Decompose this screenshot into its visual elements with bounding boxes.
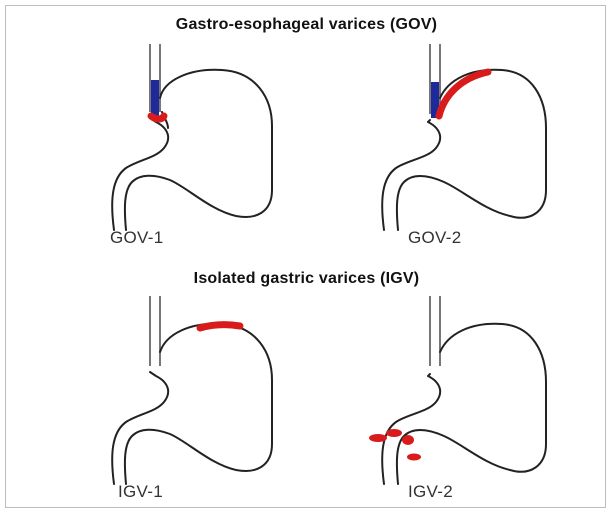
gov1-varix [151, 116, 164, 119]
igv1-stomach-diagram [60, 292, 290, 502]
gov2-varix [439, 72, 488, 116]
igv2-varix-1 [369, 434, 387, 442]
gov2-panel: GOV-2 [320, 40, 550, 250]
igv1-label: IGV-1 [118, 482, 163, 502]
stomach-outline [382, 324, 546, 484]
gov-section-title: Gastro-esophageal varices (GOV) [0, 16, 613, 34]
igv2-varix-2 [386, 429, 402, 437]
gov1-label: GOV-1 [110, 228, 163, 248]
gov1-panel: GOV-1 [60, 40, 290, 250]
stomach-outline [112, 70, 272, 230]
igv2-varix-4 [407, 454, 421, 461]
gov2-label: GOV-2 [408, 228, 461, 248]
igv2-label: IGV-2 [408, 482, 453, 502]
gov2-stomach-diagram [320, 40, 550, 250]
esophageal-varix [151, 80, 159, 116]
igv2-stomach-diagram [320, 292, 550, 502]
gov1-stomach-diagram [60, 40, 290, 250]
igv1-varix [200, 325, 240, 328]
igv2-varix-3 [402, 435, 414, 445]
igv-section-title: Isolated gastric varices (IGV) [0, 270, 613, 288]
igv1-panel: IGV-1 [60, 292, 290, 502]
stomach-outline [382, 70, 546, 230]
igv2-panel: IGV-2 [320, 292, 550, 502]
stomach-outline [112, 324, 272, 484]
